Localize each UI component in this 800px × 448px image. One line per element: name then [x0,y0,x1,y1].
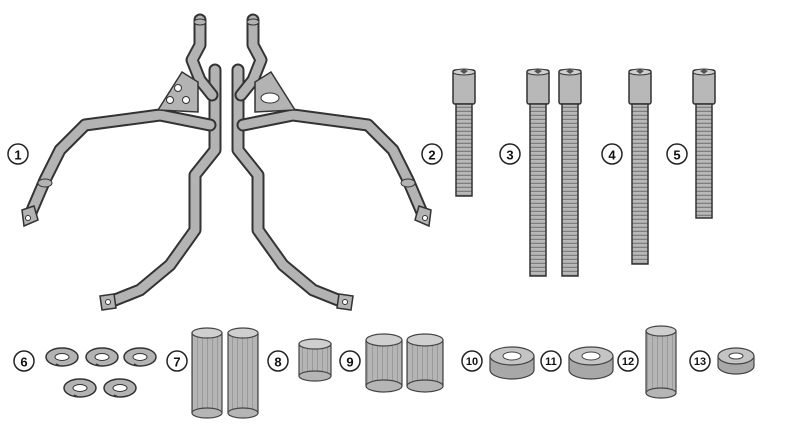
lock-washer [123,347,157,367]
callout-9-text: 9 [346,355,353,370]
callout-4: 4 [601,143,623,165]
callout-2: 2 [421,143,443,165]
lock-washer [45,347,79,367]
callout-13: 13 [689,350,711,372]
callout-12: 12 [617,350,639,372]
bolt-part-4 [628,68,652,265]
bolt-part-2 [452,68,476,197]
callout-11-text: 11 [545,356,557,368]
callout-9: 9 [339,350,361,372]
frame-bracket-right [231,13,432,311]
callout-5-text: 5 [673,148,680,163]
lock-washer [63,378,97,398]
callout-10: 10 [461,350,483,372]
bolt-part-3-b [558,68,582,277]
callout-7-text: 7 [173,355,180,370]
callout-6: 6 [13,350,35,372]
callout-6-text: 6 [20,355,27,370]
callout-7: 7 [166,350,188,372]
callout-4-text: 4 [608,148,616,163]
washer-part-13 [717,347,755,375]
washer-part-10 [489,346,535,380]
callout-5: 5 [666,143,688,165]
lock-washer [85,347,119,367]
bolt-part-3-a [526,68,550,277]
callout-8-text: 8 [274,355,281,370]
frame-bracket-left [21,13,222,311]
callout-12-text: 12 [622,356,634,368]
callout-2-text: 2 [428,148,435,163]
callout-8: 8 [267,350,289,372]
bolt-part-5 [692,68,716,219]
washer-part-11 [568,346,614,380]
callout-3: 3 [499,143,521,165]
spacers-part-9 [365,333,444,393]
callout-3-text: 3 [506,148,513,163]
spacers-part-7 [191,327,259,419]
lock-washers-part-6 [45,347,157,398]
callout-1-text: 1 [14,148,21,163]
callout-10-text: 10 [466,356,478,368]
spacer-part-8 [298,338,332,382]
callout-11: 11 [540,350,562,372]
spacer-part-12 [645,325,677,399]
callout-1: 1 [7,143,29,165]
lock-washer [103,378,137,398]
callout-13-text: 13 [694,356,706,368]
